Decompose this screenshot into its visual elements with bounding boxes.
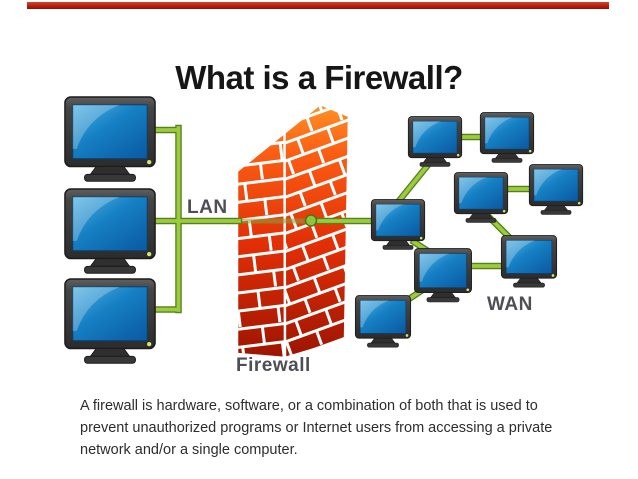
top-accent-bar bbox=[27, 2, 609, 9]
wan-computer-icon bbox=[354, 295, 412, 348]
wan-computer-icon bbox=[453, 172, 509, 223]
wan-label: WAN bbox=[487, 294, 533, 315]
lan-computer-icon bbox=[64, 96, 156, 182]
wan-computer-icon bbox=[500, 235, 558, 288]
description-line: A firewall is hardware, software, or a c… bbox=[80, 398, 538, 414]
wall-side-face bbox=[237, 133, 285, 358]
wan-cables bbox=[310, 133, 535, 310]
wan-computer-icon bbox=[528, 164, 584, 215]
description-line: network and/or a single computer. bbox=[80, 442, 298, 458]
lan-computer-icon bbox=[64, 278, 156, 364]
lan-label: LAN bbox=[187, 197, 228, 218]
wan-computer-icon bbox=[407, 116, 463, 167]
lan-cables bbox=[146, 124, 243, 314]
connection-node-dot bbox=[304, 214, 318, 227]
firewall-brick-wall-icon bbox=[235, 102, 351, 360]
wan-computer-icon bbox=[479, 112, 535, 163]
wan-computer-icon bbox=[414, 248, 472, 303]
firewall-label: Firewall bbox=[236, 355, 311, 376]
description-line: prevent unauthorized programs or Interne… bbox=[80, 420, 553, 436]
lan-computer-icon bbox=[64, 188, 156, 274]
firewall-description: A firewall is hardware, software, or a c… bbox=[80, 395, 600, 461]
wall-front-face bbox=[284, 104, 349, 358]
page-title: What is a Firewall? bbox=[175, 59, 463, 97]
